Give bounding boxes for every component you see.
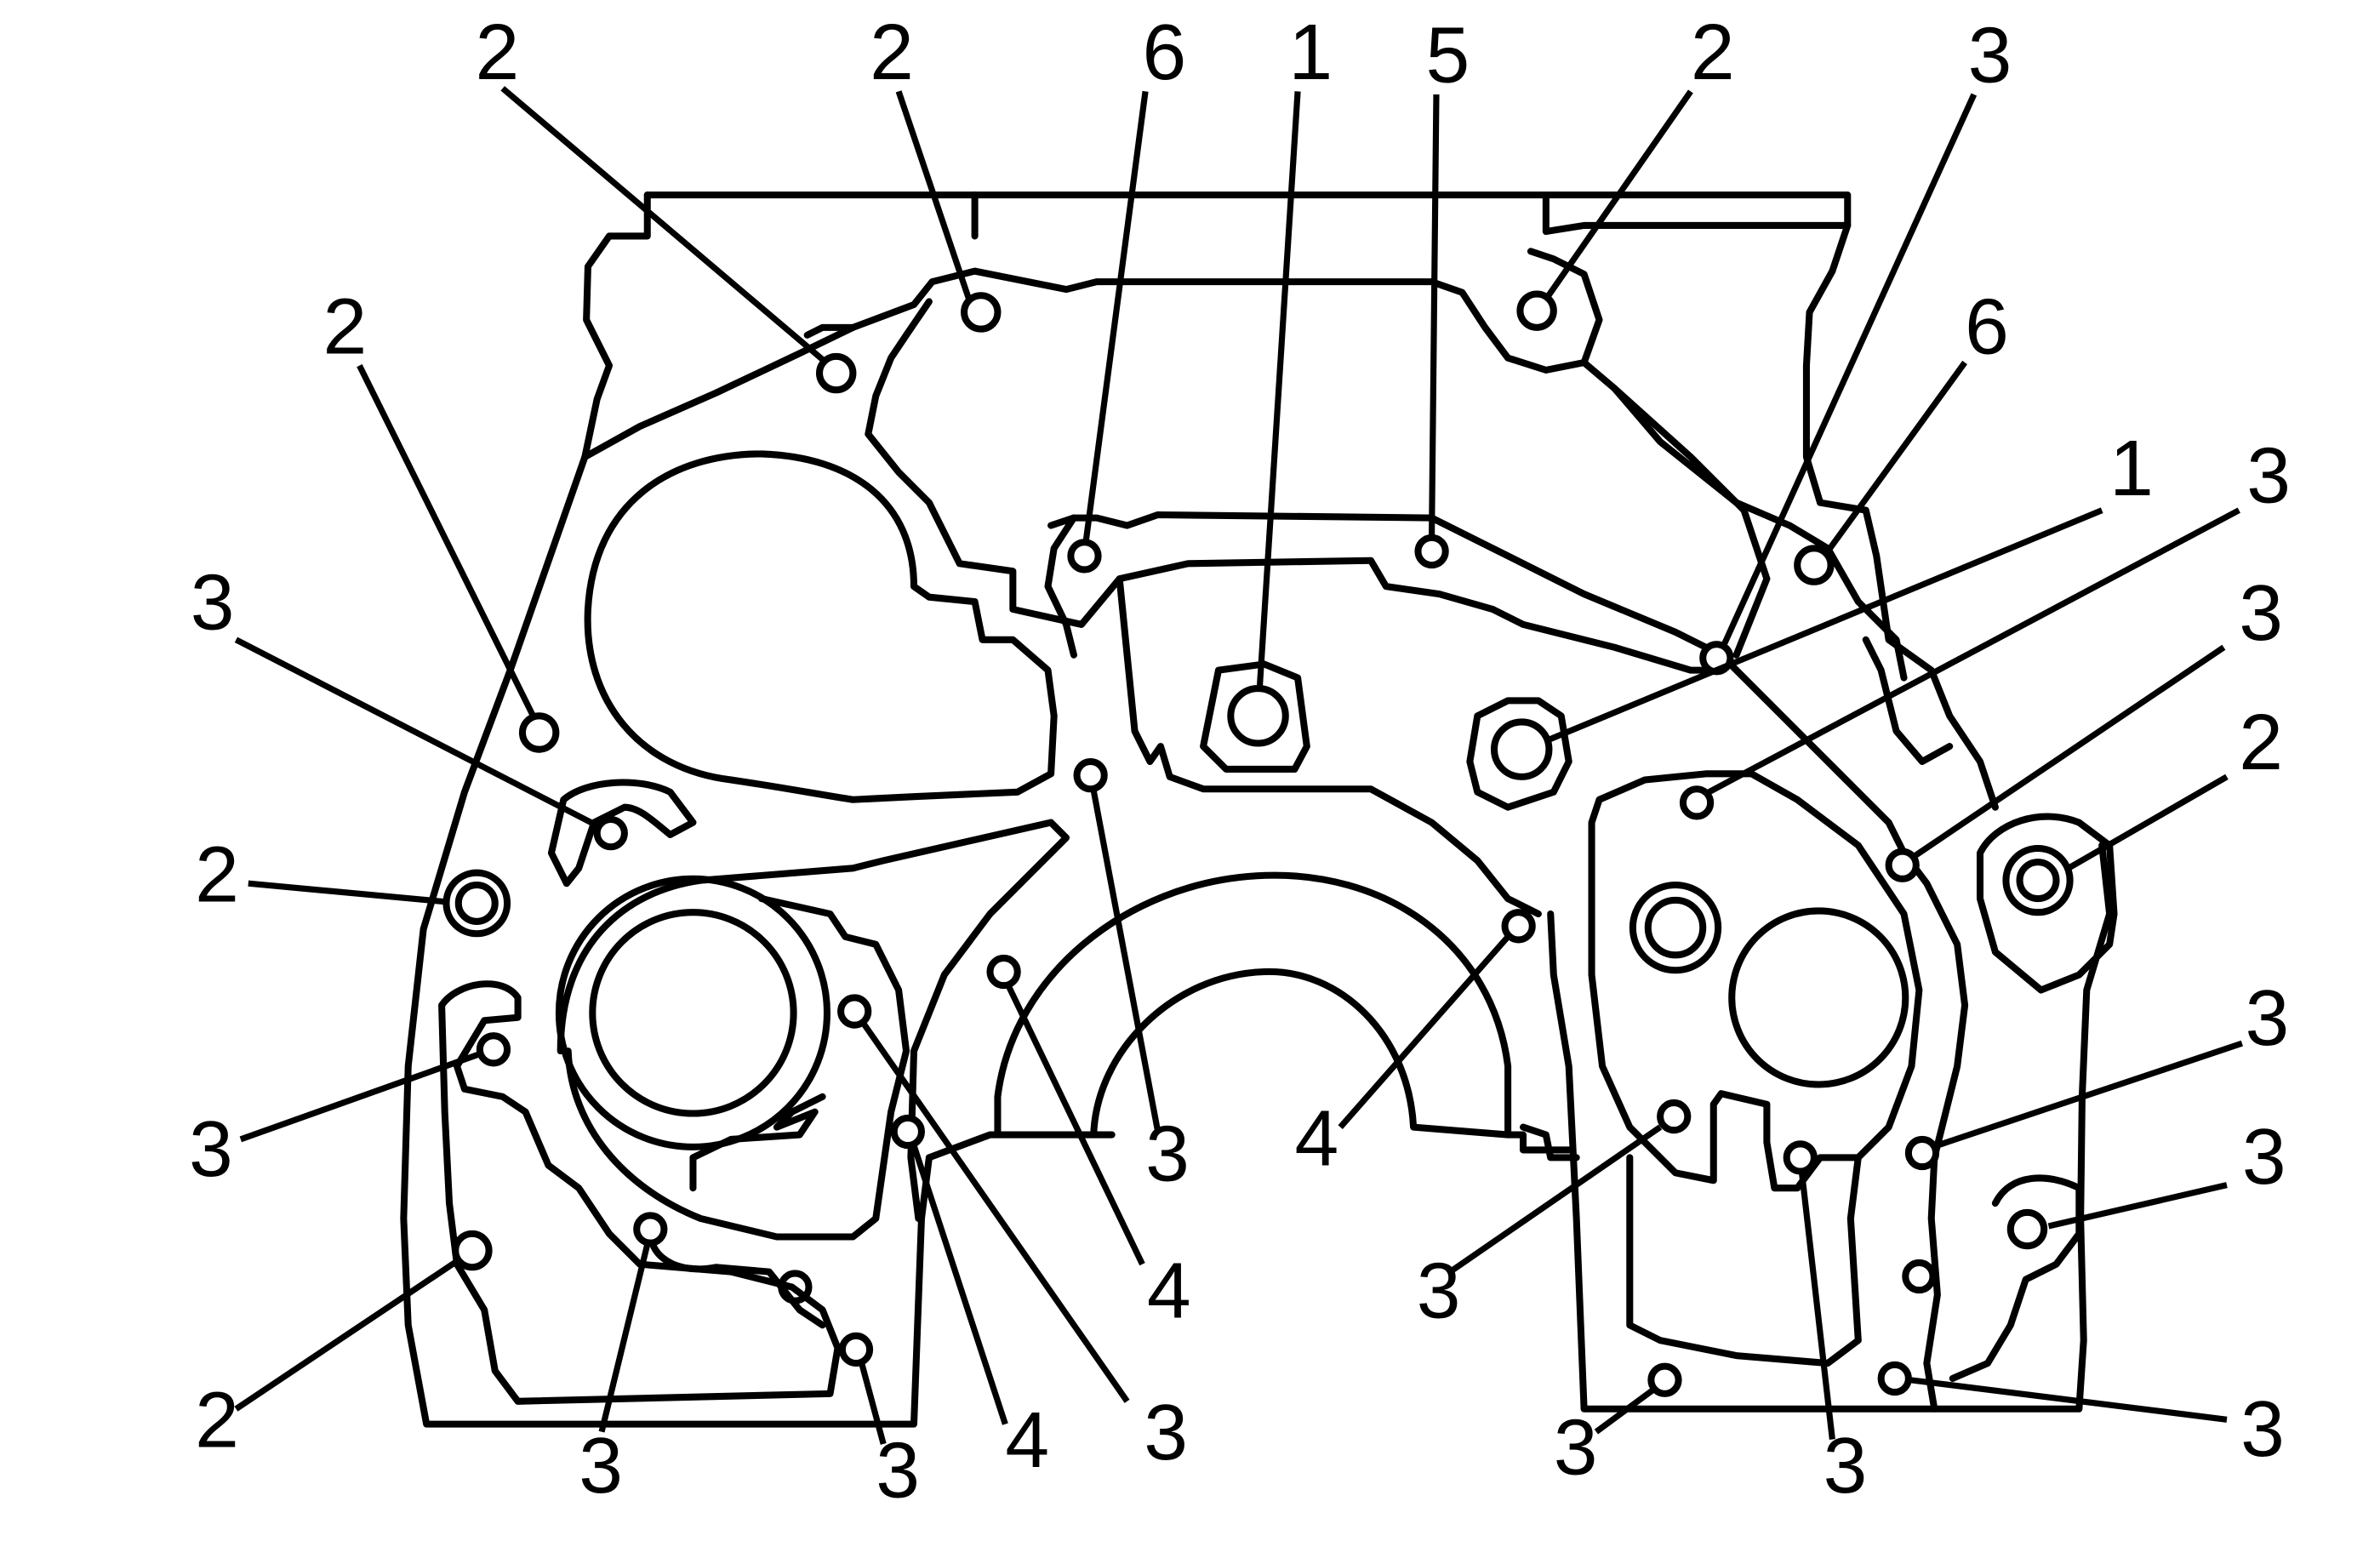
callout-label: 2 xyxy=(195,831,239,919)
callout-label: 3 xyxy=(1554,1403,1598,1492)
bolt-hole xyxy=(961,292,1002,333)
bolt-hole xyxy=(1227,685,1289,747)
bolt-hole xyxy=(1885,848,1920,882)
bolt-hole xyxy=(986,954,1021,990)
bolt-hole xyxy=(1679,785,1715,820)
bolt-hole xyxy=(1414,534,1449,569)
bolt-hole xyxy=(633,1212,668,1247)
callout-label: 6 xyxy=(1965,282,2009,370)
callout-label: 4 xyxy=(1005,1396,1049,1484)
bolt-hole xyxy=(1904,1135,1940,1171)
bolt-hole xyxy=(1516,290,1557,331)
leader-lines xyxy=(234,86,2244,1445)
bolt-hole xyxy=(2006,1208,2048,1250)
callout-label: 3 xyxy=(1145,1109,1190,1197)
bolt-hole xyxy=(1073,757,1108,793)
bolt-hole xyxy=(518,712,560,753)
bolt-hole xyxy=(1877,1361,1912,1396)
bolt-holes xyxy=(442,290,2074,1397)
bolt-hole xyxy=(2016,859,2060,903)
bolt-hole xyxy=(1490,718,1553,780)
callout-label: 3 xyxy=(1144,1388,1188,1476)
callout-label: 2 xyxy=(322,282,367,370)
callout-label: 5 xyxy=(1425,11,1470,100)
bolt-hole xyxy=(1501,909,1536,944)
callout-label: 3 xyxy=(1824,1421,1868,1510)
bolt-hole xyxy=(476,1032,511,1067)
bolt-hole xyxy=(1657,1099,1692,1134)
callout-label: 3 xyxy=(2242,1112,2286,1201)
bolt-hole xyxy=(838,1332,874,1367)
callout-label: 3 xyxy=(876,1426,920,1515)
callout-label: 6 xyxy=(1143,8,1187,96)
bolt-hole xyxy=(1783,1140,1818,1175)
bolt-hole xyxy=(454,881,499,925)
bolt-hole xyxy=(1794,545,1835,585)
callout-label: 2 xyxy=(1691,8,1735,96)
callout-label: 2 xyxy=(2239,698,2283,786)
bolt-hole xyxy=(1647,1362,1682,1397)
bolt-hole xyxy=(890,1114,925,1150)
bolt-hole xyxy=(452,1230,493,1271)
callout-label: 2 xyxy=(870,8,914,96)
callout-label: 2 xyxy=(475,8,519,96)
callout-label: 3 xyxy=(2245,973,2289,1062)
callout-label: 3 xyxy=(191,557,235,646)
callout-label: 1 xyxy=(2109,424,2154,512)
bolt-hole xyxy=(837,994,872,1029)
callout-label: 3 xyxy=(189,1105,233,1193)
callout-label: 3 xyxy=(1417,1246,1461,1334)
callout-label: 4 xyxy=(1295,1093,1339,1182)
bolt-hole xyxy=(815,352,857,394)
callout-label: 2 xyxy=(195,1376,239,1464)
callout-label: 1 xyxy=(1288,8,1333,96)
callout-label: 3 xyxy=(579,1421,623,1510)
callout-labels: 2 2 6 1 5 2 3 2 6 1 3 3 3 2 2 3 3 4 3 3 … xyxy=(189,8,2291,1514)
callout-label: 3 xyxy=(1968,11,2012,100)
callout-label: 3 xyxy=(2246,431,2291,520)
callout-label: 3 xyxy=(2240,1384,2285,1473)
bolt-hole xyxy=(593,815,628,851)
callout-label: 4 xyxy=(1147,1246,1191,1334)
callout-label: 3 xyxy=(2239,568,2283,657)
bolt-hole xyxy=(1067,539,1102,574)
